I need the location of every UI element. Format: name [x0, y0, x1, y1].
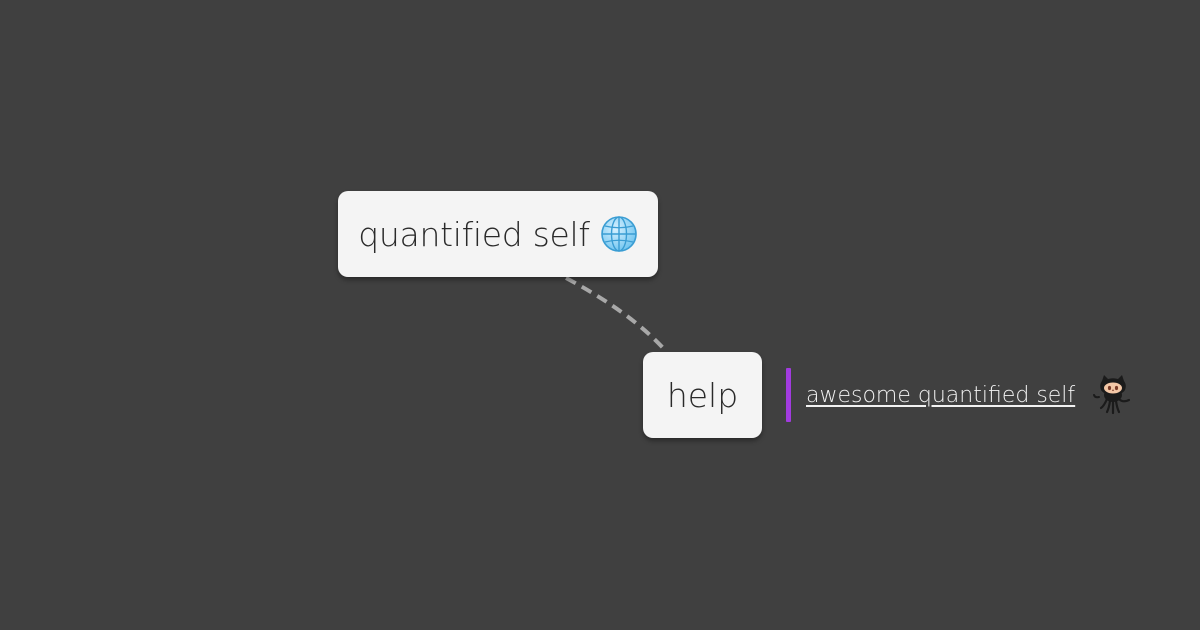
help-node-label: help	[666, 375, 739, 415]
globe-icon	[600, 215, 638, 253]
awesome-quantified-self-link[interactable]: awesome quantified self	[806, 383, 1076, 408]
github-octocat-icon	[1093, 373, 1133, 415]
root-node-label: quantified self	[358, 214, 590, 254]
help-node[interactable]: help	[643, 352, 762, 438]
link-accent-bar	[786, 368, 791, 422]
root-node[interactable]: quantified self	[338, 191, 658, 277]
